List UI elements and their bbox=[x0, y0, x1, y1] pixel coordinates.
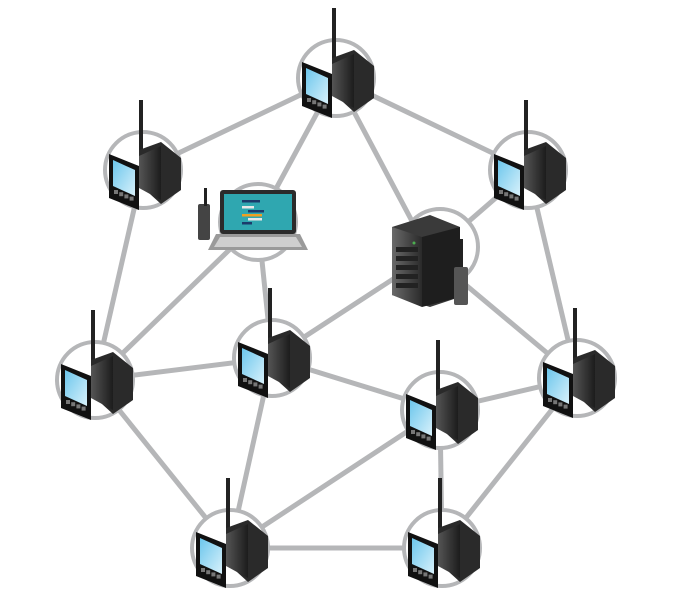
node-wireless-meter-n1[interactable] bbox=[296, 8, 376, 118]
meter-screen bbox=[65, 370, 87, 406]
antenna-icon bbox=[438, 478, 442, 530]
meter-screen bbox=[113, 160, 135, 196]
wireless-adapter-icon bbox=[198, 204, 210, 240]
antenna-icon bbox=[436, 340, 440, 392]
node-wireless-meter-n5[interactable] bbox=[232, 288, 312, 398]
antenna-icon bbox=[226, 478, 230, 530]
antenna-icon bbox=[524, 100, 528, 152]
antenna-icon bbox=[332, 8, 336, 60]
node-wireless-meter-n7[interactable] bbox=[400, 340, 480, 450]
meter-screen bbox=[498, 160, 520, 196]
node-server-gateway-server[interactable] bbox=[392, 207, 480, 307]
node-wireless-meter-n4[interactable] bbox=[55, 310, 135, 420]
node-wireless-meter-n6[interactable] bbox=[537, 308, 617, 418]
meter-screen bbox=[306, 68, 328, 104]
node-wireless-meter-n8[interactable] bbox=[190, 478, 270, 588]
antenna-icon bbox=[91, 310, 95, 362]
antenna-icon bbox=[268, 288, 272, 340]
meter-screen bbox=[200, 538, 222, 574]
wireless-adapter-icon bbox=[454, 267, 468, 305]
node-wireless-meter-n3[interactable] bbox=[488, 100, 568, 210]
meter-screen bbox=[412, 538, 434, 574]
meter-screen bbox=[242, 348, 264, 384]
link-n7-n8 bbox=[228, 407, 442, 551]
meter-screen bbox=[410, 400, 432, 436]
nodes-layer bbox=[55, 8, 617, 588]
antenna-icon bbox=[573, 308, 577, 360]
node-laptop-laptop[interactable] bbox=[198, 182, 308, 262]
meter-screen bbox=[547, 368, 569, 404]
node-wireless-meter-n9[interactable] bbox=[402, 478, 482, 588]
node-wireless-meter-n2[interactable] bbox=[103, 100, 183, 210]
antenna-icon bbox=[139, 100, 143, 152]
